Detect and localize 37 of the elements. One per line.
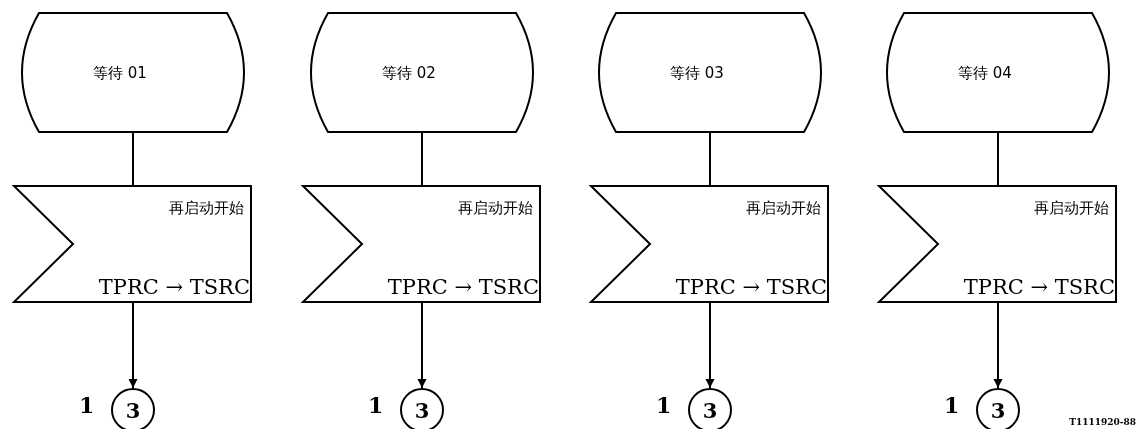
connector-circle [976, 388, 1020, 429]
connector-label: 1 [656, 392, 672, 418]
arrow [417, 302, 427, 389]
connector-number: 3 [125, 397, 141, 423]
figure-code: T1111920-88 [1069, 417, 1136, 427]
signal-name: 再启动开始 [746, 199, 821, 218]
signal-action: TPRC → TSRC [98, 275, 250, 299]
connector-number: 3 [414, 397, 430, 423]
signal-action: TPRC → TSRC [963, 275, 1115, 299]
connector-number: 3 [990, 397, 1006, 423]
signal-name: 再启动开始 [1034, 199, 1109, 218]
connector-label: 1 [79, 392, 95, 418]
connector-circle [111, 388, 155, 429]
connector-label: 1 [368, 392, 384, 418]
signal-action: TPRC → TSRC [387, 275, 539, 299]
input-signal-symbol [302, 185, 541, 303]
arrow [128, 302, 138, 389]
input-signal-symbol [590, 185, 829, 303]
state-label: 等待 01 [93, 64, 147, 83]
connector-circle [688, 388, 732, 429]
signal-name: 再启动开始 [458, 199, 533, 218]
signal-name: 再启动开始 [169, 199, 244, 218]
connector-line [709, 132, 711, 186]
arrow [705, 302, 715, 389]
input-signal-symbol [13, 185, 252, 303]
state-label: 等待 03 [670, 64, 724, 83]
state-label: 等待 02 [382, 64, 436, 83]
connector-line [997, 132, 999, 186]
signal-action: TPRC → TSRC [675, 275, 827, 299]
connector-line [132, 132, 134, 186]
input-signal-symbol [878, 185, 1117, 303]
arrow [993, 302, 1003, 389]
connector-number: 3 [702, 397, 718, 423]
connector-circle [400, 388, 444, 429]
connector-label: 1 [944, 392, 960, 418]
connector-line [421, 132, 423, 186]
state-label: 等待 04 [958, 64, 1012, 83]
